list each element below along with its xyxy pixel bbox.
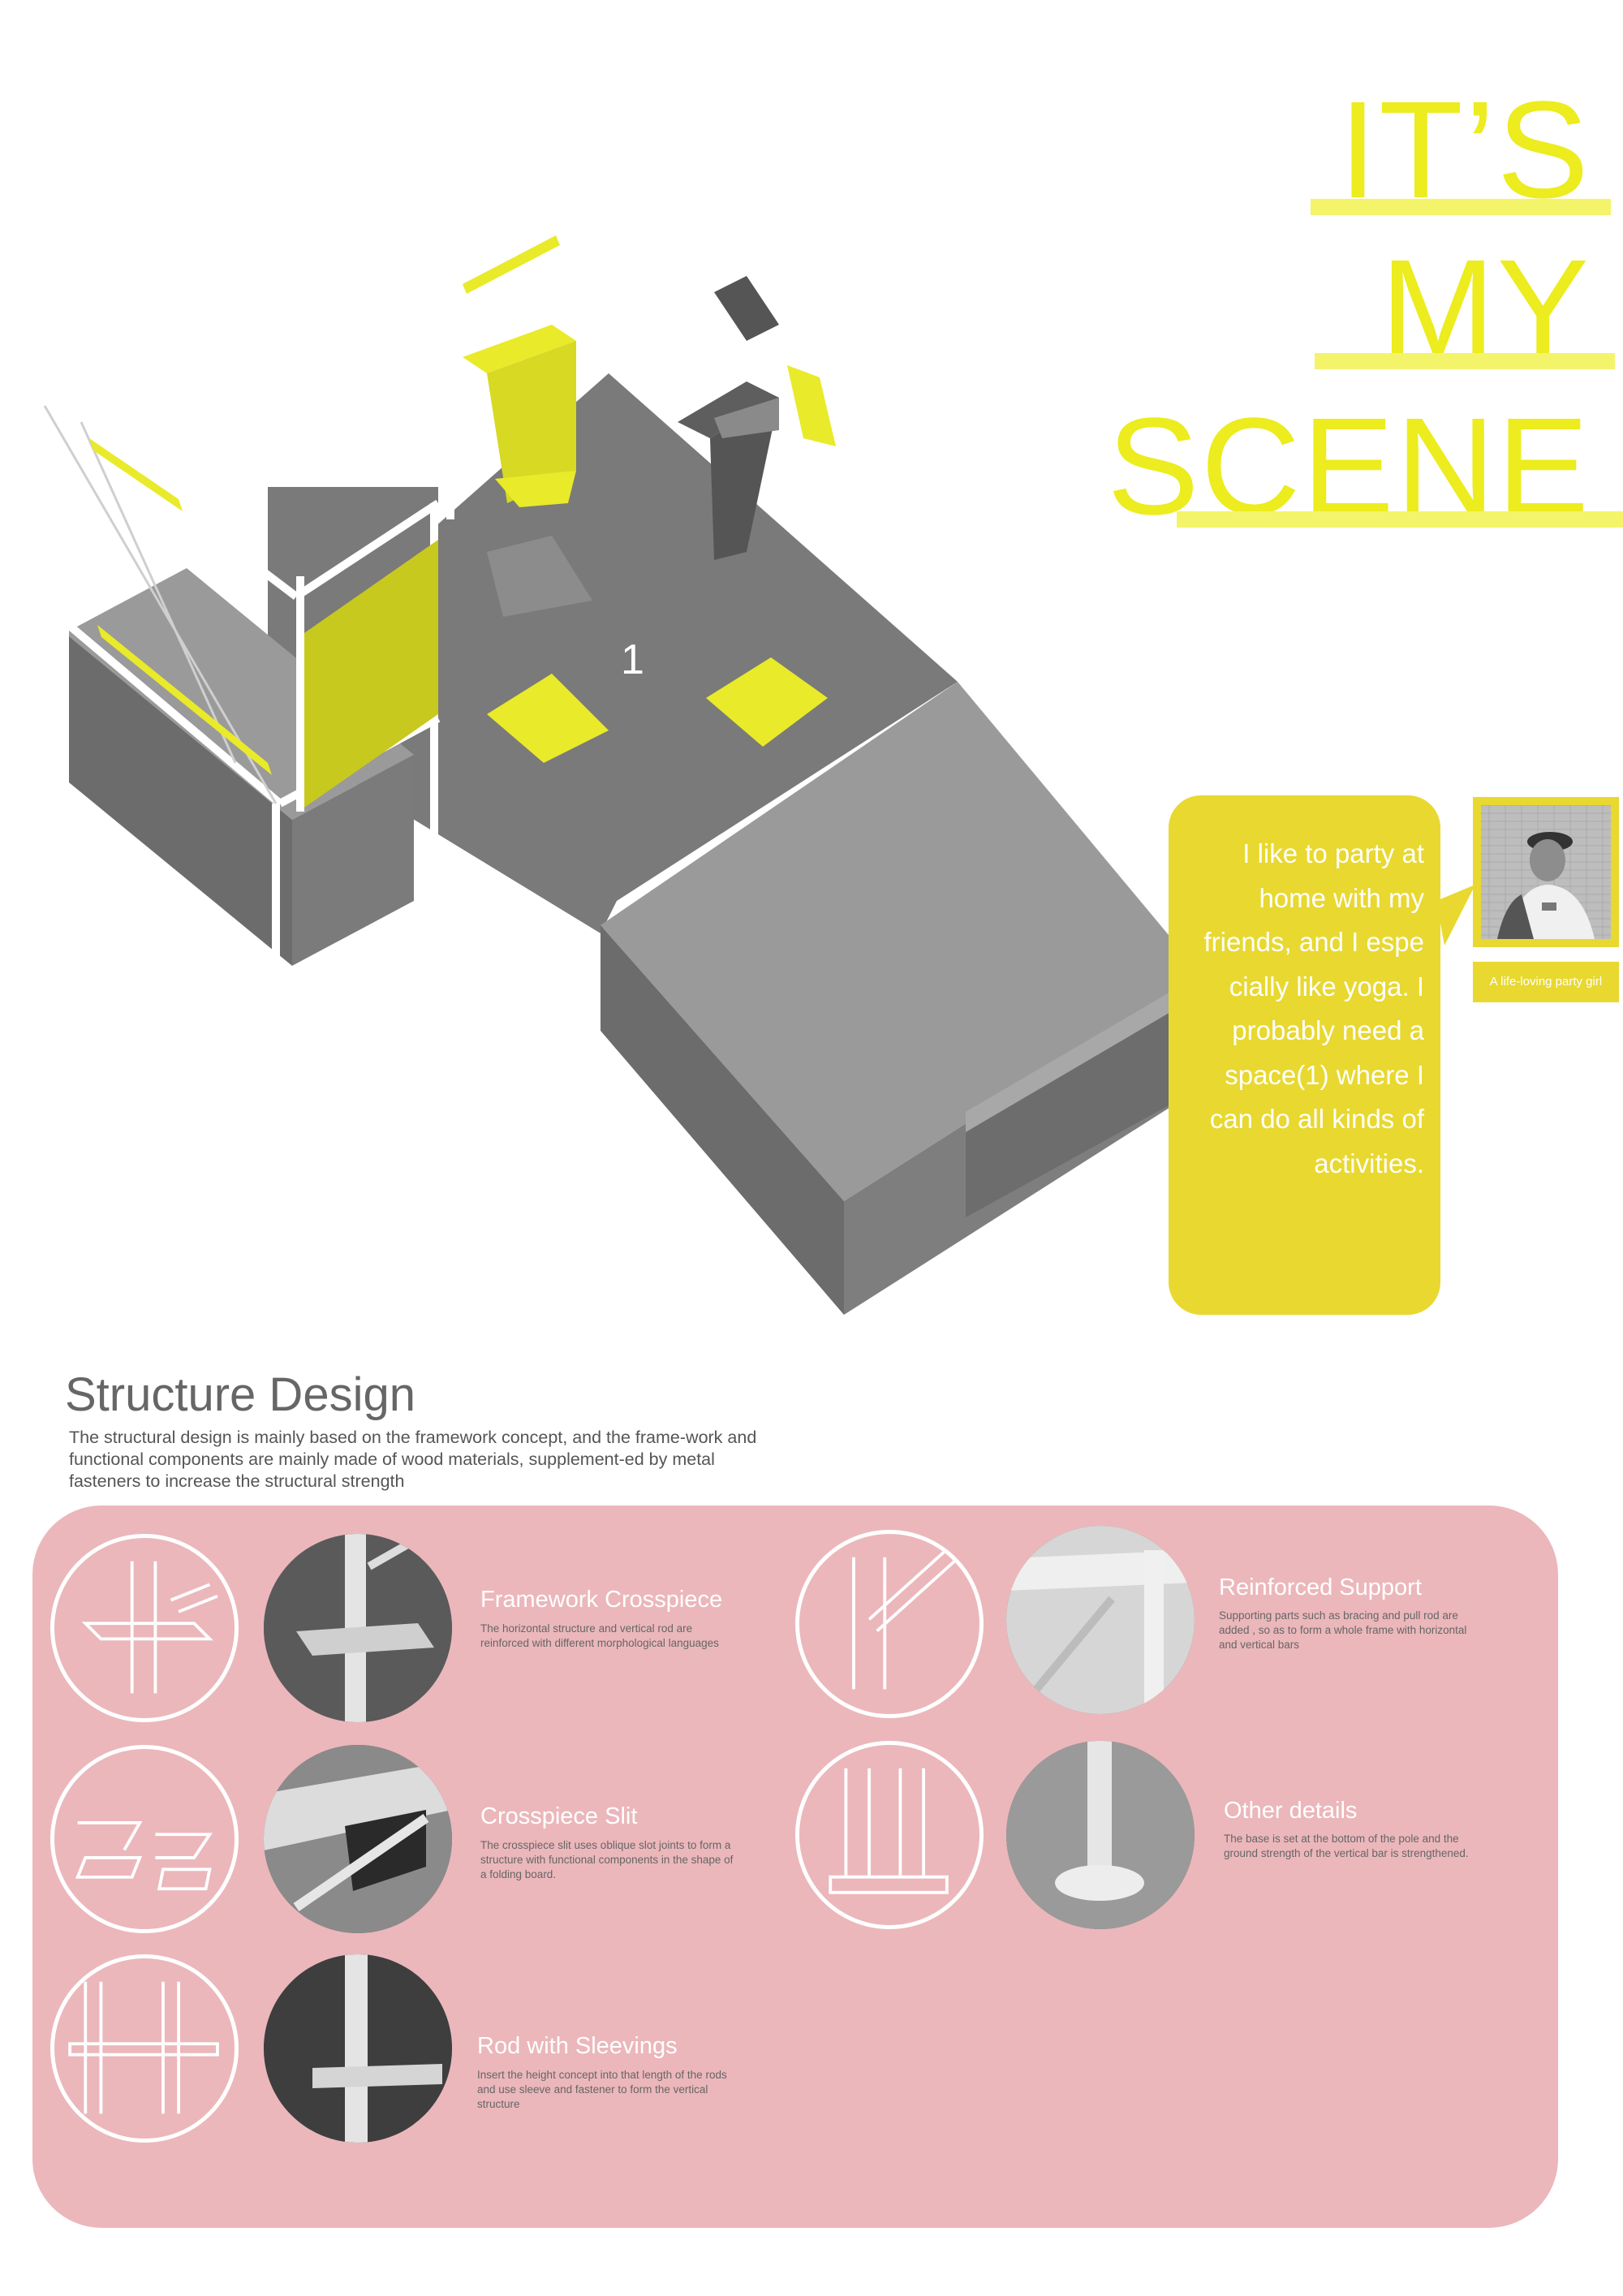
other-details-title: Other details [1224,1798,1358,1824]
structure-description: The structural design is mainly based on… [69,1428,757,1491]
rod-sleevings-photo [264,1954,452,2143]
persona-speech-bubble: I like to party at home with my friends,… [1169,795,1440,1315]
quote-line: friends, and I espe [1203,927,1424,957]
isometric-scene-illustration: 1 [43,235,1201,1315]
reinforced-support-photo [1006,1526,1195,1714]
quote-line: probably need a [1232,1015,1424,1045]
framework-crosspiece-photo [264,1534,452,1722]
framework-crosspiece-title: Framework Crosspiece [480,1587,723,1613]
space-label: 1 [621,636,644,683]
title-underline-3 [1177,511,1623,528]
quote-line: activities. [1314,1148,1424,1178]
bubble-pointer [1436,885,1475,946]
persona-photo [1473,797,1619,947]
quote-line: home with my [1259,882,1424,913]
other-details-diagram [795,1741,984,1929]
framework-crosspiece-diagram [50,1534,239,1722]
quote-line: I like to party at [1242,838,1424,868]
crosspiece-slit-title: Crosspiece Slit [480,1803,638,1829]
title-underline-1 [1311,199,1611,215]
reinforced-support-desc: Supporting parts such as bracing and pul… [1219,1609,1467,1651]
rod-sleevings-desc: Insert the height concept into that leng… [477,2069,727,2110]
structure-heading: Structure Design [65,1368,415,1421]
crosspiece-slit-diagram [50,1745,239,1933]
quote-line: can do all kinds of [1209,1104,1424,1134]
quote-line: space(1) where I [1225,1059,1424,1090]
other-details-photo [1006,1741,1195,1929]
quote-line: cially like yoga. I [1229,971,1424,1002]
reinforced-support-diagram [795,1530,984,1718]
rod-sleevings-title: Rod with Sleevings [477,2033,678,2059]
title-line-its: IT’S [1338,73,1591,227]
rod-sleevings-diagram [50,1954,239,2143]
other-details-desc: The base is set at the bottom of the pol… [1224,1833,1469,1859]
persona-quote: I like to party at home with my friends,… [1181,832,1424,1186]
reinforced-support-title: Reinforced Support [1219,1574,1422,1600]
framework-crosspiece-desc: The horizontal structure and vertical ro… [480,1622,719,1649]
title-underline-2 [1315,353,1615,369]
persona-caption: A life-loving party girl [1473,962,1619,1002]
crosspiece-slit-desc: The crosspiece slit uses oblique slot jo… [480,1839,734,1880]
crosspiece-slit-photo [264,1745,452,1933]
